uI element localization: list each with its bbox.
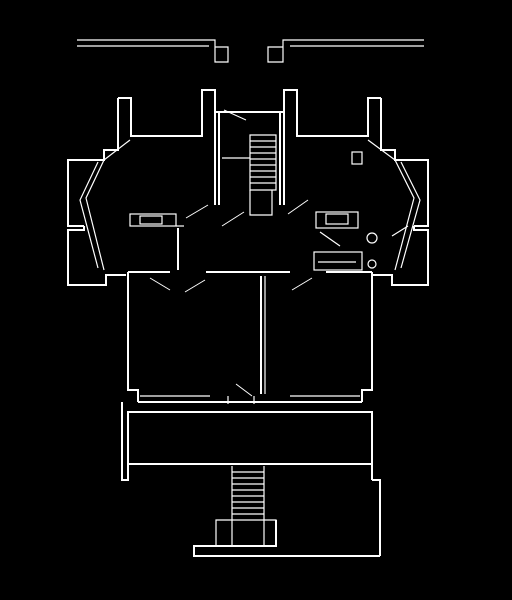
bay-windows (79, 139, 421, 271)
top-eave-lines (77, 39, 424, 63)
interior-walls (127, 271, 373, 404)
outer-walls (67, 89, 429, 286)
door-swings (149, 109, 313, 397)
fixtures (129, 151, 409, 271)
terrace (121, 402, 381, 557)
main-staircase (222, 134, 277, 216)
exterior-stair (215, 466, 277, 547)
